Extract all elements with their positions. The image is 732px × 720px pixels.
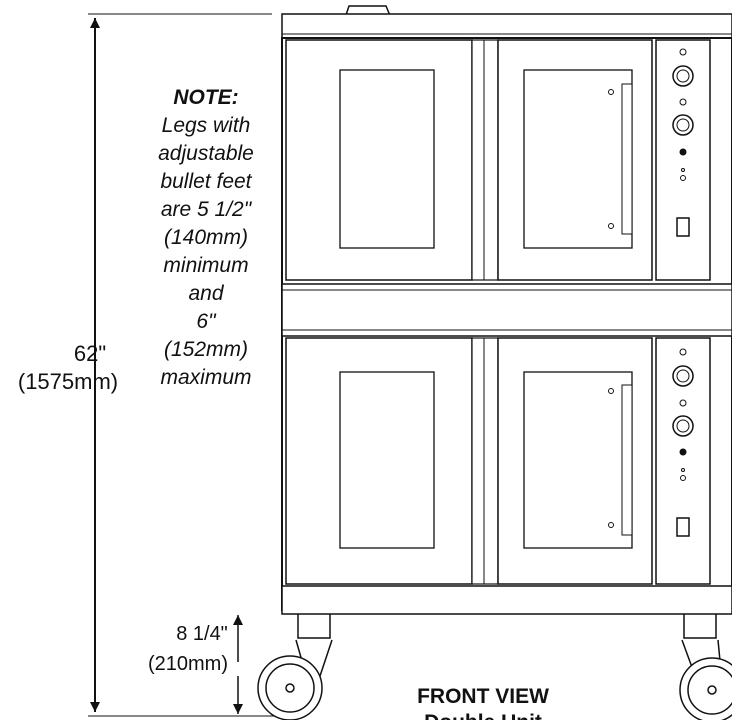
lower-small-indicator [681, 468, 685, 472]
note-block: NOTE: Legs with adjustable bullet feet a… [158, 86, 254, 389]
note-line: adjustable [158, 142, 254, 165]
right-leg [683, 614, 717, 639]
upper-oven [285, 39, 711, 281]
upper-small-indicator [681, 168, 685, 172]
leg-dimension-imperial: 8 1/4" [176, 623, 228, 645]
lower-indicator-light [679, 348, 687, 356]
lower-fan-switch[interactable] [679, 448, 687, 456]
upper-left-door-window [339, 69, 435, 249]
middle-rail [281, 283, 732, 337]
upper-indicator-light [679, 98, 687, 106]
upper-center-seam [471, 39, 499, 281]
upper-door-latch-top [608, 89, 614, 95]
note-line: maximum [160, 366, 251, 389]
left-caster-wheel-outer [257, 655, 323, 720]
knob-center [676, 419, 690, 433]
right-caster-wheel-inner [687, 665, 732, 715]
upper-fan-switch[interactable] [679, 148, 687, 156]
stand [257, 614, 732, 720]
upper-right-door-window [523, 69, 633, 249]
left-caster-hub [285, 683, 295, 693]
note-line: are 5 1/2" [161, 198, 253, 221]
upper-door-hinge [621, 83, 633, 235]
lower-power-switch[interactable] [676, 517, 690, 537]
knob-center [676, 369, 690, 383]
note-line: bullet feet [160, 170, 252, 193]
note-line: and [188, 282, 224, 305]
view-title-line2: Double Unit [424, 711, 542, 720]
note-heading: NOTE: [173, 86, 238, 109]
upper-power-switch[interactable] [676, 217, 690, 237]
height-dimension-imperial: 62" [74, 341, 106, 366]
left-caster-wheel-inner [265, 663, 315, 713]
height-dimension [88, 13, 275, 717]
lower-right-door-window [523, 371, 633, 549]
note-line: Legs with [162, 114, 251, 137]
lower-door-latch-bottom [608, 522, 614, 528]
lower-door-hinge [621, 384, 633, 536]
note-line: (152mm) [164, 338, 248, 361]
knob-center [676, 118, 690, 132]
right-caster-hub [707, 685, 717, 695]
note-line: minimum [163, 254, 248, 277]
lower-center-seam [471, 337, 499, 585]
upper-door-latch-bottom [608, 223, 614, 229]
leg-dimension-metric: (210mm) [148, 653, 228, 675]
lower-left-door-window [339, 371, 435, 549]
left-leg [297, 614, 331, 639]
lower-door-latch-top [608, 388, 614, 394]
height-dimension-metric: (1575mm) [18, 369, 118, 394]
bottom-frame [281, 585, 732, 615]
note-line: 6" [196, 310, 217, 333]
upper-indicator-light [679, 48, 687, 56]
lower-indicator-light [679, 399, 687, 407]
oven-cabinet [281, 5, 732, 615]
knob-center [676, 69, 690, 83]
note-line: (140mm) [164, 226, 248, 249]
view-title-line1: FRONT VIEW [417, 685, 549, 708]
lower-oven [285, 337, 711, 585]
lower-small-indicator [680, 475, 686, 481]
upper-small-indicator [680, 175, 686, 181]
